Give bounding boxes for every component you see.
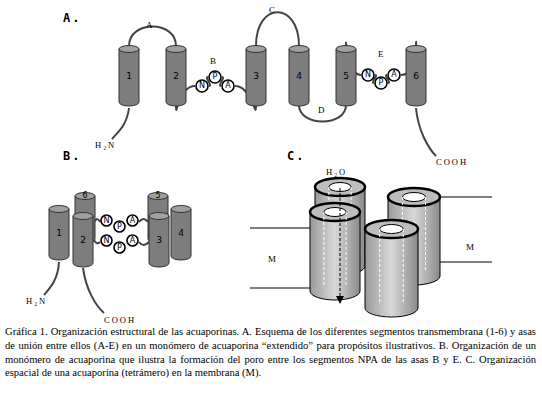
residue-letter: P: [374, 76, 388, 87]
residue-letter: N: [100, 234, 113, 245]
segment-number: 4: [170, 205, 192, 238]
residue-letter: N: [195, 79, 209, 90]
npa-residue: P: [374, 76, 388, 90]
panel-letter: C.: [287, 150, 305, 162]
segment-number: 6: [74, 192, 96, 200]
residue-letter: N: [100, 214, 113, 225]
segment-number: 6: [405, 45, 427, 81]
c-terminal-tail: [416, 108, 436, 156]
segment-number: 2: [72, 212, 94, 245]
loop-letter: B: [210, 57, 216, 66]
c-terminal-tail: [83, 268, 104, 313]
npa-residue: N: [195, 79, 209, 93]
segment-number: 1: [118, 45, 140, 81]
tetramer-subunit: [310, 203, 360, 300]
water-arrowhead: [336, 296, 344, 304]
transmembrane-segment: 2: [165, 45, 187, 107]
loop-line: [139, 242, 149, 245]
tetramer: [310, 178, 440, 317]
connecting-loop: [299, 105, 346, 122]
residue-letter: A: [221, 79, 235, 90]
loop-letter: M: [466, 243, 474, 252]
npa-residue: P: [208, 70, 222, 84]
terminus-label: COOH: [104, 316, 136, 325]
segment-number: 5: [335, 45, 357, 81]
residue-letter: P: [113, 241, 126, 252]
transmembrane-segment: 6: [405, 45, 427, 107]
npa-residue: P: [113, 220, 126, 233]
loop-letter: A: [146, 21, 153, 30]
segment-number: 2: [165, 45, 187, 81]
residue-letter: A: [126, 234, 139, 245]
transmembrane-segment: 4: [288, 45, 310, 107]
npa-residue: P: [113, 241, 126, 254]
segment-number: 5: [147, 192, 169, 200]
figure-caption: Gráfica 1. Organización estructural de l…: [5, 325, 536, 380]
npa-residue: N: [361, 68, 375, 82]
transmembrane-segment: 2: [72, 212, 94, 268]
segment-number: 1: [48, 205, 70, 238]
loop-letter: M: [268, 255, 276, 264]
residue-letter: P: [113, 220, 126, 231]
transmembrane-segment: 5: [335, 45, 357, 107]
npa-residue: A: [221, 79, 235, 93]
connecting-loop: [256, 12, 299, 46]
terminus-label: H₂N: [95, 141, 116, 150]
panel-letter: B.: [63, 150, 81, 162]
water-path: [340, 188, 341, 298]
residue-letter: A: [126, 214, 139, 225]
loop-line: [139, 219, 148, 222]
loop-letter: E: [378, 50, 384, 59]
npa-residue: N: [100, 214, 113, 227]
npa-residue: A: [387, 68, 401, 82]
npa-residue: A: [126, 214, 139, 227]
residue-letter: A: [387, 68, 401, 79]
segment-number: 3: [148, 212, 170, 245]
connecting-loop: [129, 27, 176, 47]
terminus-label: COOH: [436, 158, 468, 167]
tetramer-subunit: [365, 220, 418, 317]
segment-number: 3: [245, 45, 267, 81]
terminus-label: H₂N: [26, 297, 47, 306]
residue-letter: N: [361, 68, 375, 79]
residue-letter: P: [208, 70, 222, 81]
transmembrane-segment: 4: [170, 205, 192, 261]
transmembrane-segment: 3: [148, 212, 170, 268]
loop-letter: D: [318, 106, 325, 115]
n-terminal-tail: [112, 108, 129, 139]
loop-letter: C: [269, 6, 275, 15]
transmembrane-segment: 1: [48, 205, 70, 261]
membrane-line: [440, 262, 492, 263]
npa-residue: N: [100, 234, 113, 247]
transmembrane-segment: 3: [245, 45, 267, 107]
npa-residue: A: [126, 234, 139, 247]
segment-number: 4: [288, 45, 310, 81]
terminus-label: H₂O: [326, 168, 347, 177]
panel-letter: A.: [63, 12, 81, 24]
transmembrane-segment: 1: [118, 45, 140, 107]
n-terminal-tail: [44, 262, 59, 295]
